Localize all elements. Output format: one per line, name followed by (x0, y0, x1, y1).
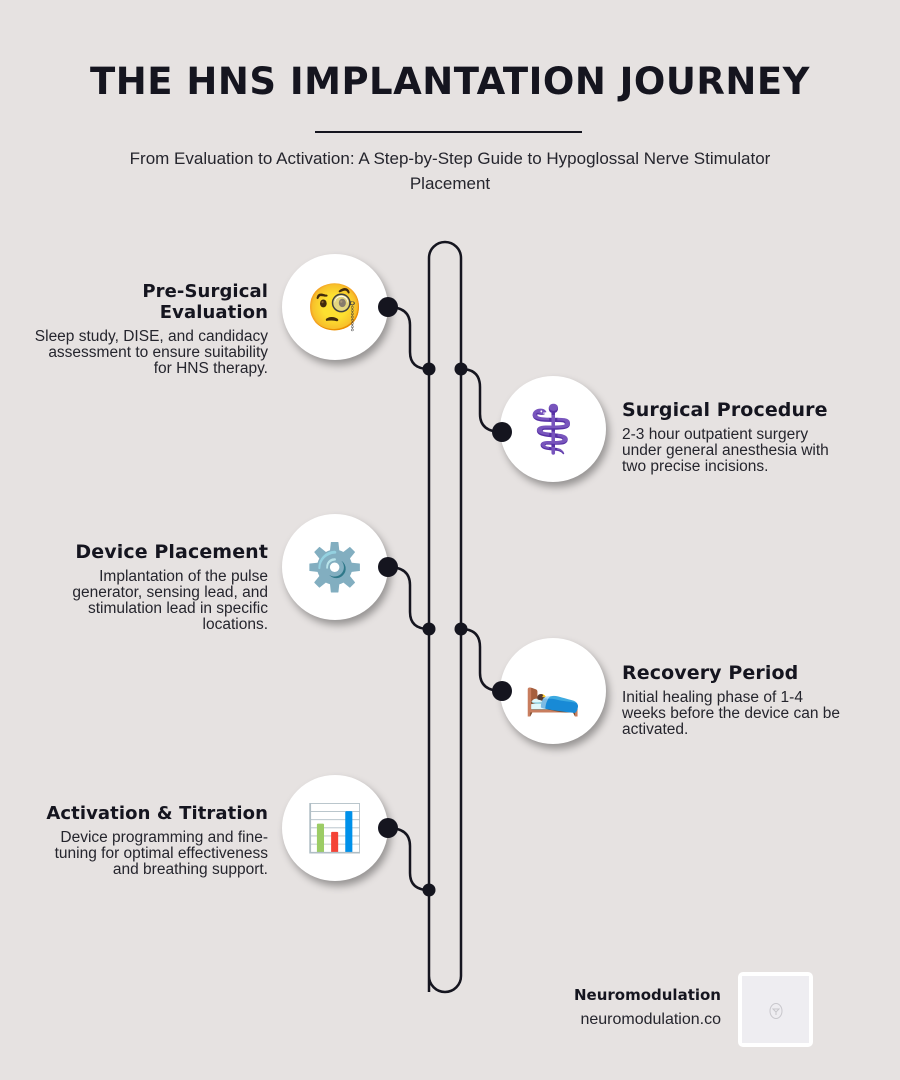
step-icon-circle: 🧐 (282, 254, 388, 360)
bed-icon: 🛌 (524, 665, 582, 717)
step-title: Activation & Titration (46, 803, 268, 824)
junction-dot (454, 622, 468, 636)
bar-chart-icon: 📊 (306, 802, 364, 854)
gear-icon: ⚙️ (306, 541, 364, 593)
logo-icon (769, 1002, 782, 1019)
step-description: Sleep study, DISE, and candidacy assessm… (34, 328, 268, 377)
step-surgical-procedure: Surgical Procedure 2-3 hour outpatient s… (622, 399, 842, 475)
step-activation-titration: Activation & Titration Device programmin… (28, 803, 268, 878)
step-recovery-period: Recovery Period Initial healing phase of… (622, 662, 842, 738)
step-icon-circle: 🛌 (500, 638, 606, 744)
brand-logo (738, 972, 813, 1047)
step-pre-surgical-evaluation: Pre-Surgical Evaluation Sleep study, DIS… (28, 281, 268, 377)
step-description: 2-3 hour outpatient surgery under genera… (622, 426, 829, 475)
face-with-monocle-icon: 🧐 (306, 281, 364, 333)
step-description: Initial healing phase of 1-4 weeks befor… (622, 689, 840, 738)
step-title: Device Placement (75, 541, 268, 563)
brand-url[interactable]: neuromodulation.co (580, 1011, 721, 1028)
junction-dot (422, 622, 436, 636)
step-description: Implantation of the pulse generator, sen… (72, 568, 268, 633)
junction-dot (454, 362, 468, 376)
step-icon-circle: ⚙️ (282, 514, 388, 620)
step-icon-circle: 📊 (282, 775, 388, 881)
step-icon-circle: ⚕️ (500, 376, 606, 482)
step-title: Recovery Period (622, 662, 799, 684)
title-divider (315, 131, 582, 133)
step-device-placement: Device Placement Implantation of the pul… (28, 541, 268, 633)
logo-placeholder (742, 976, 809, 1043)
step-title: Pre-Surgical Evaluation (142, 281, 268, 323)
step-title: Surgical Procedure (622, 399, 828, 421)
page-title: THE HNS IMPLANTATION JOURNEY (90, 60, 810, 103)
junction-dot (422, 883, 436, 897)
brand-name: Neuromodulation (573, 986, 721, 1004)
step-description: Device programming and fine-tuning for o… (54, 829, 268, 878)
medical-symbol-icon: ⚕️ (524, 403, 582, 455)
junction-dot (422, 362, 436, 376)
page-subtitle: From Evaluation to Activation: A Step-by… (129, 149, 771, 193)
